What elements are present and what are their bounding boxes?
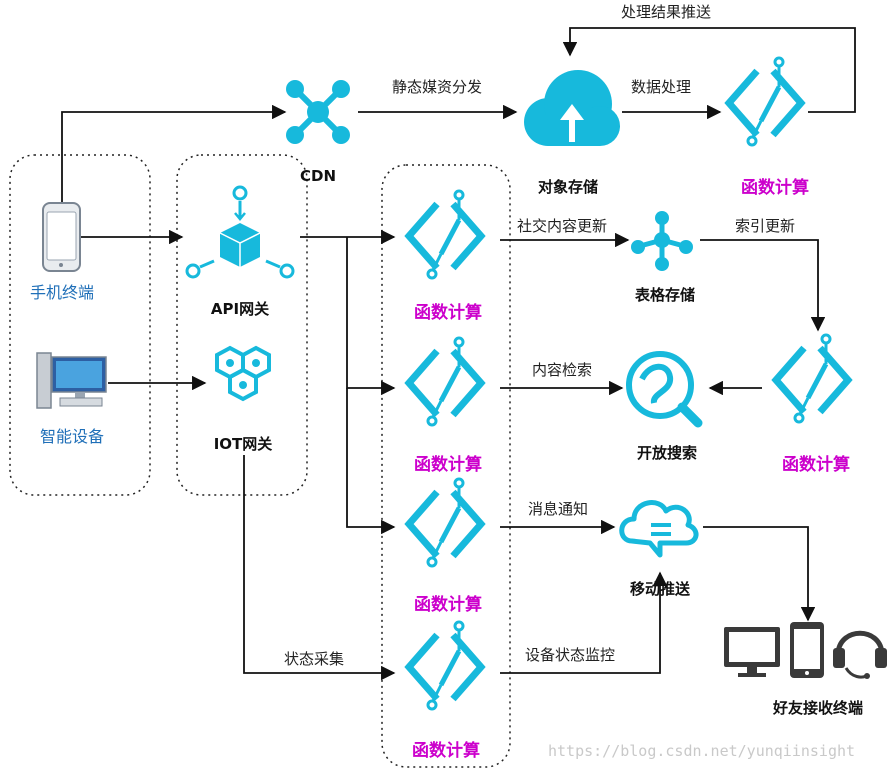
function-compute-icon	[409, 479, 481, 566]
api-gateway-cube-icon	[185, 185, 295, 279]
edge-api-to-fc2	[346, 237, 396, 396]
desktop-computer-icon	[36, 352, 107, 409]
function-compute-label: 函数计算	[414, 594, 482, 615]
edge-fc-top-feedback	[562, 27, 856, 113]
tablet-icon	[790, 622, 824, 678]
mobile-push-label: 移动推送	[630, 580, 691, 598]
open-search-label: 开放搜索	[637, 444, 697, 462]
friend-terminals-label: 好友接收终端	[772, 699, 863, 717]
headset-icon	[833, 630, 887, 679]
edge-label-static-media-distribution: 静态媒资分发	[392, 78, 482, 96]
function-compute-label: 函数计算	[412, 740, 480, 761]
edge-label-social-content-update: 社交内容更新	[517, 217, 607, 235]
monitor-icon	[724, 627, 780, 677]
edge-label-process-result-push: 处理结果推送	[621, 3, 711, 21]
function-compute-icon	[776, 335, 848, 422]
edge-label-index-update: 索引更新	[735, 217, 795, 235]
edge-label-message-notification: 消息通知	[528, 500, 588, 518]
open-search-icon	[626, 351, 703, 428]
api-gateway-label: API网关	[211, 300, 269, 318]
edge-push-to-terminals	[703, 526, 816, 622]
function-compute-icon	[409, 338, 481, 425]
iot-hexagon-icon	[215, 345, 271, 402]
smartphone-icon	[42, 202, 81, 272]
edge-label-status-collection: 状态采集	[284, 650, 344, 668]
edge-iot-to-fc4	[243, 455, 396, 681]
edge-fc4-to-push	[500, 571, 668, 674]
connectors	[61, 27, 856, 681]
function-compute-icon	[409, 191, 481, 278]
edge-phone-to-cdn	[61, 104, 287, 205]
iot-gateway-label: IOT网关	[214, 435, 273, 453]
function-compute-label: 函数计算	[782, 454, 850, 475]
edge-api-to-fc3	[346, 388, 396, 535]
edge-label-data-processing: 数据处理	[631, 78, 691, 96]
edge-label-content-retrieval: 内容检索	[532, 361, 592, 379]
gateway-group-box	[176, 154, 308, 496]
friend-terminals-group	[724, 622, 887, 679]
function-compute-label: 函数计算	[741, 177, 809, 198]
phone-label: 手机终端	[30, 283, 94, 302]
table-store-label: 表格存储	[635, 286, 695, 304]
edge-label-device-status-monitoring: 设备状态监控	[525, 646, 615, 664]
cloud-upload-icon	[524, 70, 620, 146]
cdn-label: CDN	[300, 167, 336, 185]
function-compute-icon	[729, 58, 801, 145]
function-compute-label: 函数计算	[414, 302, 482, 323]
cloud-message-icon	[619, 500, 699, 558]
object-storage-label: 对象存储	[538, 178, 598, 196]
terminal-group-box	[9, 154, 151, 496]
function-compute-icon	[409, 622, 481, 709]
smart-device-label: 智能设备	[40, 427, 104, 446]
function-compute-label: 函数计算	[414, 454, 482, 475]
watermark-text: https://blog.csdn.net/yunqiinsight	[548, 742, 855, 760]
edge-table-to-fc-index	[700, 239, 826, 332]
network-hub-icon	[286, 80, 350, 144]
table-store-tree-icon	[631, 211, 693, 271]
